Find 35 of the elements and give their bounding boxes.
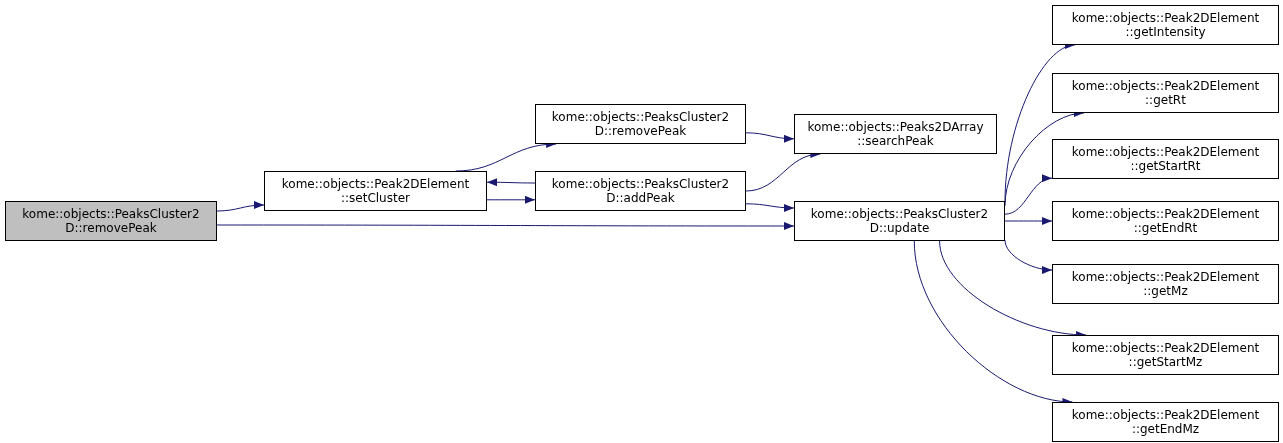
function-name: kome::objects::PeaksCluster2 D::removePeak bbox=[21, 207, 201, 235]
call-arrow bbox=[745, 203, 795, 212]
function-name: kome::objects::PeaksCluster2 D::update bbox=[809, 207, 990, 235]
function-box bbox=[1052, 264, 1279, 304]
function-name: kome::objects::PeaksCluster2 D::removePeak bbox=[550, 110, 731, 138]
function-name: kome::objects::Peak2DElement ::getRt bbox=[1070, 79, 1261, 107]
function-name: kome::objects::Peak2DElement ::getStartRt bbox=[1070, 145, 1261, 173]
function-name: kome::objects::Peaks2DArray ::searchPeak bbox=[806, 120, 985, 148]
function-name: kome::objects::Peak2DElement ::getMz bbox=[1070, 270, 1261, 298]
call-arrow bbox=[1004, 239, 1053, 274]
function-box bbox=[1052, 5, 1279, 45]
function-name: kome::objects::PeaksCluster2 D::addPeak bbox=[550, 177, 731, 205]
function-box bbox=[1052, 73, 1279, 113]
function-box bbox=[264, 171, 487, 211]
function-box bbox=[535, 171, 746, 211]
call-arrow bbox=[1004, 217, 1053, 225]
call-arrow bbox=[216, 201, 265, 212]
function-box bbox=[1052, 139, 1279, 179]
function-box bbox=[1052, 335, 1279, 375]
call-arrow bbox=[216, 222, 795, 230]
highlighted-function-box bbox=[5, 201, 217, 241]
function-box bbox=[535, 104, 746, 144]
function-name: kome::objects::Peak2DElement ::getEndMz bbox=[1070, 408, 1261, 436]
function-name: kome::objects::Peak2DElement ::getStartMz bbox=[1070, 341, 1261, 369]
function-box bbox=[1052, 402, 1279, 442]
function-name: kome::objects::Peak2DElement ::getIntensity bbox=[1070, 11, 1261, 39]
function-box bbox=[794, 114, 997, 154]
call-arrow bbox=[1004, 175, 1053, 215]
call-arrow bbox=[486, 178, 536, 187]
function-name: kome::objects::Peak2DElement ::setCluster bbox=[280, 177, 471, 205]
call-arrow bbox=[745, 132, 795, 143]
call-arrow bbox=[486, 195, 536, 204]
function-box bbox=[1052, 201, 1279, 241]
function-name: kome::objects::Peak2DElement ::getEndRt bbox=[1070, 207, 1261, 235]
function-box bbox=[794, 201, 1005, 241]
